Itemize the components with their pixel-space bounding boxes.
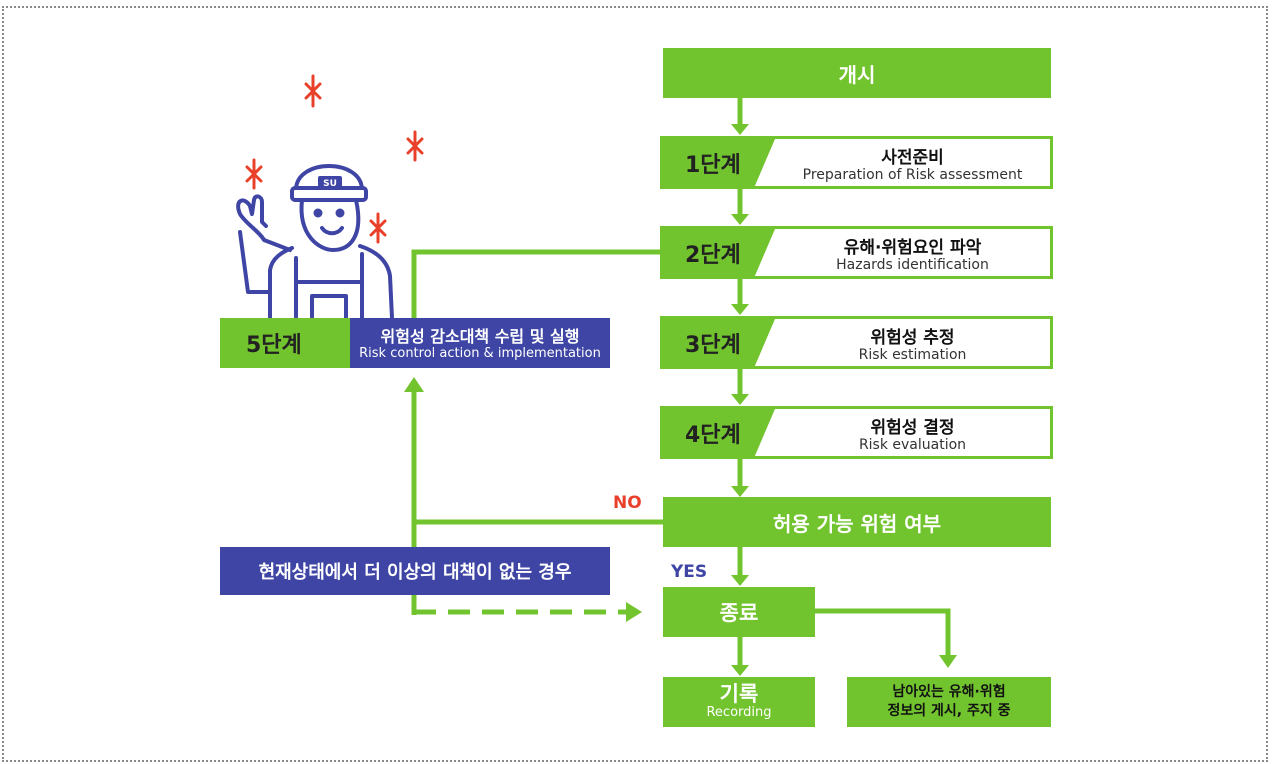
record-title: 기록 — [719, 682, 759, 706]
step5-subtitle: Risk control action & implementation — [359, 346, 601, 361]
step1-label: 1단계 — [663, 139, 775, 186]
residual-line2: 정보의 게시, 주지 중 — [887, 703, 1011, 719]
no-label: NO — [613, 493, 642, 513]
arrow-end-residual — [815, 608, 951, 656]
alert-sparkles — [245, 74, 424, 244]
step2-box: 2단계 유해·위험요인 파악 Hazards identification — [660, 226, 1053, 279]
step3-label: 3단계 — [663, 319, 775, 366]
helmet-text: SU — [323, 179, 337, 189]
step1-title: 사전준비 — [881, 148, 944, 168]
no-further-measures-note: 현재상태에서 더 이상의 대책이 없는 경우 — [220, 547, 610, 595]
start-box: 개시 — [663, 48, 1051, 98]
step4-label: 4단계 — [663, 409, 775, 456]
residual-info-box: 남아있는 유해·위험 정보의 게시, 주지 중 — [847, 677, 1051, 727]
step1-subtitle: Preparation of Risk assessment — [802, 167, 1023, 183]
step3-title: 위험성 추정 — [870, 328, 955, 348]
residual-line1: 남아있는 유해·위험 — [892, 684, 1006, 700]
step4-subtitle: Risk evaluation — [858, 437, 967, 453]
helmet-badge — [318, 176, 342, 189]
worker-illustration — [236, 164, 394, 320]
dotted-frame — [2, 6, 1268, 762]
step2-subtitle: Hazards identification — [836, 257, 989, 273]
step5-title: 위험성 감소대책 수립 및 실행 — [380, 327, 580, 346]
step2-title: 유해·위험요인 파악 — [843, 238, 982, 258]
step1-box: 1단계 사전준비 Preparation of Risk assessment — [660, 136, 1053, 189]
step4-title: 위험성 결정 — [870, 418, 955, 438]
end-box: 종료 — [663, 587, 815, 637]
step4-box: 4단계 위험성 결정 Risk evaluation — [660, 406, 1053, 459]
step5-label: 5단계 — [220, 318, 350, 368]
record-subtitle: Recording — [706, 705, 772, 720]
step2-label: 2단계 — [663, 229, 775, 276]
step3-subtitle: Risk estimation — [858, 347, 967, 363]
step5-box: 5단계 위험성 감소대책 수립 및 실행 Risk control action… — [220, 318, 610, 368]
step2-to-step5-line — [411, 249, 663, 318]
decision-box: 허용 가능 위험 여부 — [663, 497, 1051, 547]
record-box: 기록 Recording — [663, 677, 815, 727]
step3-box: 3단계 위험성 추정 Risk estimation — [660, 316, 1053, 369]
step5-blue-panel — [328, 318, 610, 368]
yes-label: YES — [671, 562, 708, 582]
